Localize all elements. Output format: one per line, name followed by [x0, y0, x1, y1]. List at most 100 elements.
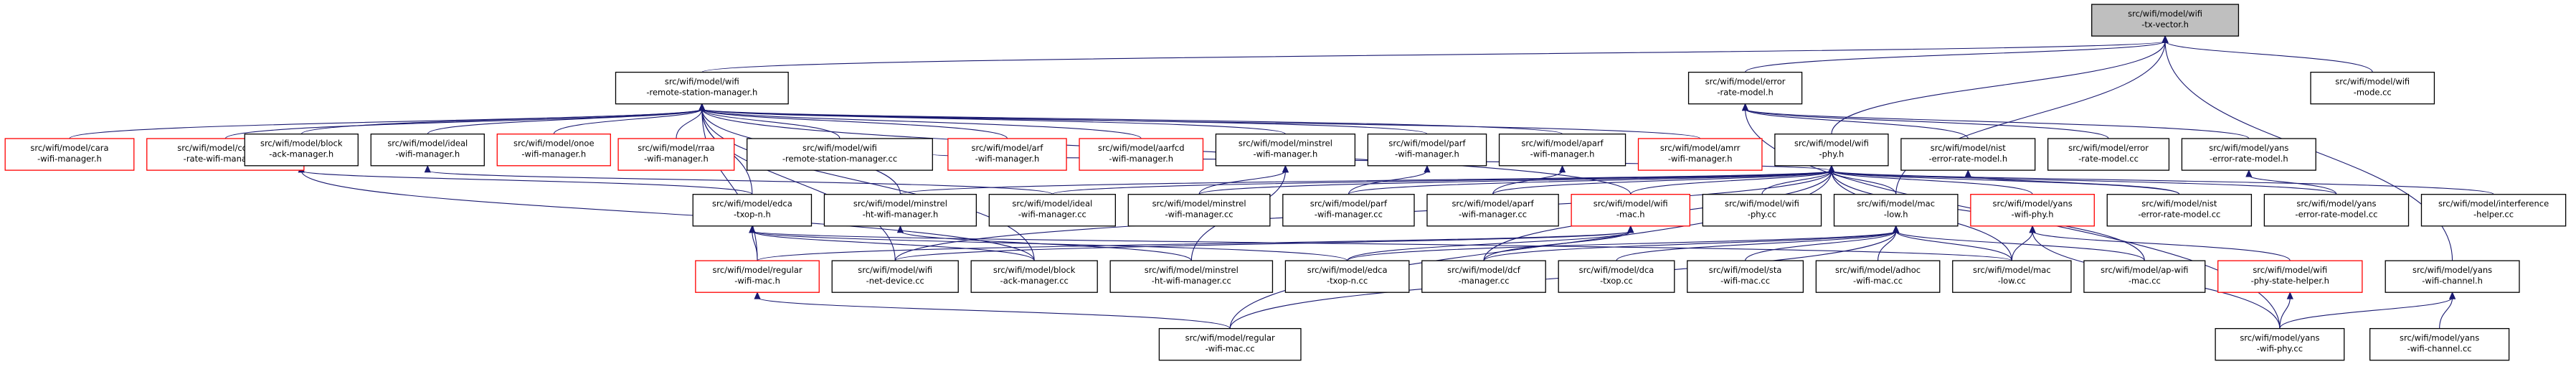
node-wifi-mode-cc[interactable]: src/wifi/model/wifi-mode.cc — [2310, 71, 2435, 105]
node-aparf-wifi-manager-cc[interactable]: src/wifi/model/aparf-wifi-manager.cc — [1426, 194, 1559, 227]
node-box-nist-error-rate-model-h[interactable] — [1900, 138, 2036, 171]
node-block-ack-manager-h[interactable]: src/wifi/model/block-ack-manager.h — [244, 134, 359, 167]
node-mac-low-h[interactable]: src/wifi/model/mac-low.h — [1833, 194, 1959, 227]
node-cara-wifi-manager-h[interactable]: src/wifi/model/cara-wifi-manager.h — [4, 138, 135, 171]
node-box-nist-error-rate-model-cc[interactable] — [2106, 194, 2253, 227]
node-minstrel-ht-wifi-manager-h[interactable]: src/wifi/model/minstrel-ht-wifi-manager.… — [823, 194, 977, 227]
node-minstrel-ht-wifi-manager-cc[interactable]: src/wifi/model/minstrel-ht-wifi-manager.… — [1109, 260, 1274, 293]
node-box-onoe-wifi-manager-h[interactable] — [496, 134, 611, 167]
node-edca-txop-n-h[interactable]: src/wifi/model/edca-txop-n.h — [692, 194, 813, 227]
node-box-wifi-net-device-cc[interactable] — [831, 260, 959, 293]
node-ideal-wifi-manager-cc[interactable]: src/wifi/model/ideal-wifi-manager.cc — [988, 194, 1116, 227]
node-yans-wifi-phy-cc[interactable]: src/wifi/model/yans-wifi-phy.cc — [2215, 327, 2345, 361]
node-box-ap-wifi-mac-cc[interactable] — [2083, 260, 2206, 293]
node-box-cara-wifi-manager-h[interactable] — [4, 138, 135, 171]
node-wifi-phy-h[interactable]: src/wifi/model/wifi-phy.h — [1774, 134, 1889, 167]
node-dcf-manager-cc[interactable]: src/wifi/model/dcf-manager.cc — [1421, 260, 1546, 293]
edge-arrowhead-wifi-net-device-cc-to-wifi-mac-h — [1627, 225, 1634, 233]
node-box-aparf-wifi-manager-cc[interactable] — [1426, 194, 1559, 227]
node-amrr-wifi-manager-h[interactable]: src/wifi/model/amrr-wifi-manager.h — [1637, 138, 1763, 171]
node-box-yans-error-rate-model-h[interactable] — [2181, 138, 2316, 171]
node-wifi-remote-station-manager-cc[interactable]: src/wifi/model/wifi-remote-station-manag… — [747, 138, 933, 171]
node-box-wifi-phy-cc[interactable] — [1702, 194, 1822, 227]
node-box-wifi-mac-h[interactable] — [1571, 194, 1691, 227]
node-error-rate-model-cc[interactable]: src/wifi/model/error-rate-model.cc — [2047, 138, 2170, 171]
node-interference-helper-cc[interactable]: src/wifi/model/interference-helper.cc — [2420, 194, 2567, 227]
node-dca-txop-cc[interactable]: src/wifi/model/dca-txop.cc — [1558, 260, 1675, 293]
node-box-rraa-wifi-manager-h[interactable] — [617, 138, 735, 171]
node-mac-low-cc[interactable]: src/wifi/model/mac-low.cc — [1952, 260, 2072, 293]
node-box-ideal-wifi-manager-h[interactable] — [370, 134, 485, 167]
node-nist-error-rate-model-cc[interactable]: src/wifi/model/nist-error-rate-model.cc — [2106, 194, 2253, 227]
node-box-amrr-wifi-manager-h[interactable] — [1637, 138, 1763, 171]
node-box-yans-wifi-phy-cc[interactable] — [2215, 327, 2345, 361]
node-edca-txop-n-cc[interactable]: src/wifi/model/edca-txop-n.cc — [1284, 260, 1410, 293]
node-box-arf-wifi-manager-h[interactable] — [947, 138, 1067, 171]
node-minstrel-wifi-manager-cc[interactable]: src/wifi/model/minstrel-wifi-manager.cc — [1127, 194, 1271, 227]
node-yans-wifi-channel-h[interactable]: src/wifi/model/yans-wifi-channel.h — [2385, 260, 2520, 293]
node-box-regular-wifi-mac-h[interactable] — [695, 260, 820, 293]
node-box-wifi-phy-state-helper-h[interactable] — [2217, 260, 2363, 293]
node-adhoc-wifi-mac-cc[interactable]: src/wifi/model/adhoc-wifi-mac.cc — [1815, 260, 1941, 293]
node-box-edca-txop-n-h[interactable] — [692, 194, 813, 227]
node-box-interference-helper-cc[interactable] — [2420, 194, 2567, 227]
node-label-line-2: -wifi-mac.cc — [1720, 276, 1770, 286]
node-aparf-wifi-manager-h[interactable]: src/wifi/model/aparf-wifi-manager.h — [1498, 134, 1626, 167]
node-box-wifi-phy-h[interactable] — [1774, 134, 1889, 167]
node-parf-wifi-manager-cc[interactable]: src/wifi/model/parf-wifi-manager.cc — [1282, 194, 1415, 227]
node-box-block-ack-manager-h[interactable] — [244, 134, 359, 167]
node-onoe-wifi-manager-h[interactable]: src/wifi/model/onoe-wifi-manager.h — [496, 134, 611, 167]
node-arf-wifi-manager-h[interactable]: src/wifi/model/arf-wifi-manager.h — [947, 138, 1067, 171]
node-box-mac-low-cc[interactable] — [1952, 260, 2072, 293]
node-sta-wifi-mac-cc[interactable]: src/wifi/model/sta-wifi-mac.cc — [1687, 260, 1804, 293]
node-box-regular-wifi-mac-cc[interactable] — [1158, 327, 1302, 361]
node-wifi-net-device-cc[interactable]: src/wifi/model/wifi-net-device.cc — [831, 260, 959, 293]
node-error-rate-model-h[interactable]: src/wifi/model/error-rate-model.h — [1687, 71, 1803, 105]
node-aarfcd-wifi-manager-h[interactable]: src/wifi/model/aarfcd-wifi-manager.h — [1079, 138, 1204, 171]
node-box-parf-wifi-manager-cc[interactable] — [1282, 194, 1415, 227]
node-box-dca-txop-cc[interactable] — [1558, 260, 1675, 293]
node-box-error-rate-model-h[interactable] — [1687, 71, 1803, 105]
node-yans-wifi-phy-h[interactable]: src/wifi/model/yans-wifi-phy.h — [1970, 194, 2095, 227]
node-box-block-ack-manager-cc[interactable] — [970, 260, 1098, 293]
node-regular-wifi-mac-h[interactable]: src/wifi/model/regular-wifi-mac.h — [695, 260, 820, 293]
node-regular-wifi-mac-cc[interactable]: src/wifi/model/regular-wifi-mac.cc — [1158, 327, 1302, 361]
node-box-adhoc-wifi-mac-cc[interactable] — [1815, 260, 1941, 293]
node-wifi-mac-h[interactable]: src/wifi/model/wifi-mac.h — [1571, 194, 1691, 227]
node-rraa-wifi-manager-h[interactable]: src/wifi/model/rraa-wifi-manager.h — [617, 138, 735, 171]
node-box-minstrel-wifi-manager-cc[interactable] — [1127, 194, 1271, 227]
node-box-wifi-remote-station-manager-h[interactable] — [615, 71, 789, 105]
node-wifi-tx-vector-h[interactable]: src/wifi/model/wifi-tx-vector.h — [2091, 4, 2240, 37]
node-box-yans-error-rate-model-cc[interactable] — [2263, 194, 2410, 227]
node-box-error-rate-model-cc[interactable] — [2047, 138, 2170, 171]
node-wifi-phy-state-helper-h[interactable]: src/wifi/model/wifi-phy-state-helper.h — [2217, 260, 2363, 293]
node-nist-error-rate-model-h[interactable]: src/wifi/model/nist-error-rate-model.h — [1900, 138, 2036, 171]
node-ideal-wifi-manager-h[interactable]: src/wifi/model/ideal-wifi-manager.h — [370, 134, 485, 167]
node-box-yans-wifi-channel-cc[interactable] — [2369, 327, 2510, 361]
node-box-minstrel-ht-wifi-manager-cc[interactable] — [1109, 260, 1274, 293]
node-ap-wifi-mac-cc[interactable]: src/wifi/model/ap-wifi-mac.cc — [2083, 260, 2206, 293]
node-box-wifi-remote-station-manager-cc[interactable] — [747, 138, 933, 171]
node-box-parf-wifi-manager-h[interactable] — [1367, 134, 1487, 167]
node-box-aparf-wifi-manager-h[interactable] — [1498, 134, 1626, 167]
node-wifi-phy-cc[interactable]: src/wifi/model/wifi-phy.cc — [1702, 194, 1822, 227]
node-box-minstrel-wifi-manager-h[interactable] — [1215, 134, 1356, 167]
node-box-yans-wifi-channel-h[interactable] — [2385, 260, 2520, 293]
node-box-wifi-mode-cc[interactable] — [2310, 71, 2435, 105]
node-box-ideal-wifi-manager-cc[interactable] — [988, 194, 1116, 227]
node-minstrel-wifi-manager-h[interactable]: src/wifi/model/minstrel-wifi-manager.h — [1215, 134, 1356, 167]
node-box-minstrel-ht-wifi-manager-h[interactable] — [823, 194, 977, 227]
node-wifi-remote-station-manager-h[interactable]: src/wifi/model/wifi-remote-station-manag… — [615, 71, 789, 105]
node-yans-error-rate-model-h[interactable]: src/wifi/model/yans-error-rate-model.h — [2181, 138, 2316, 171]
node-box-wifi-tx-vector-h[interactable] — [2091, 4, 2240, 37]
node-box-dcf-manager-cc[interactable] — [1421, 260, 1546, 293]
node-box-yans-wifi-phy-h[interactable] — [1970, 194, 2095, 227]
node-block-ack-manager-cc[interactable]: src/wifi/model/block-ack-manager.cc — [970, 260, 1098, 293]
node-yans-error-rate-model-cc[interactable]: src/wifi/model/yans-error-rate-model.cc — [2263, 194, 2410, 227]
node-box-edca-txop-n-cc[interactable] — [1284, 260, 1410, 293]
node-box-aarfcd-wifi-manager-h[interactable] — [1079, 138, 1204, 171]
node-box-sta-wifi-mac-cc[interactable] — [1687, 260, 1804, 293]
node-box-mac-low-h[interactable] — [1833, 194, 1959, 227]
node-parf-wifi-manager-h[interactable]: src/wifi/model/parf-wifi-manager.h — [1367, 134, 1487, 167]
node-yans-wifi-channel-cc[interactable]: src/wifi/model/yans-wifi-channel.cc — [2369, 327, 2510, 361]
